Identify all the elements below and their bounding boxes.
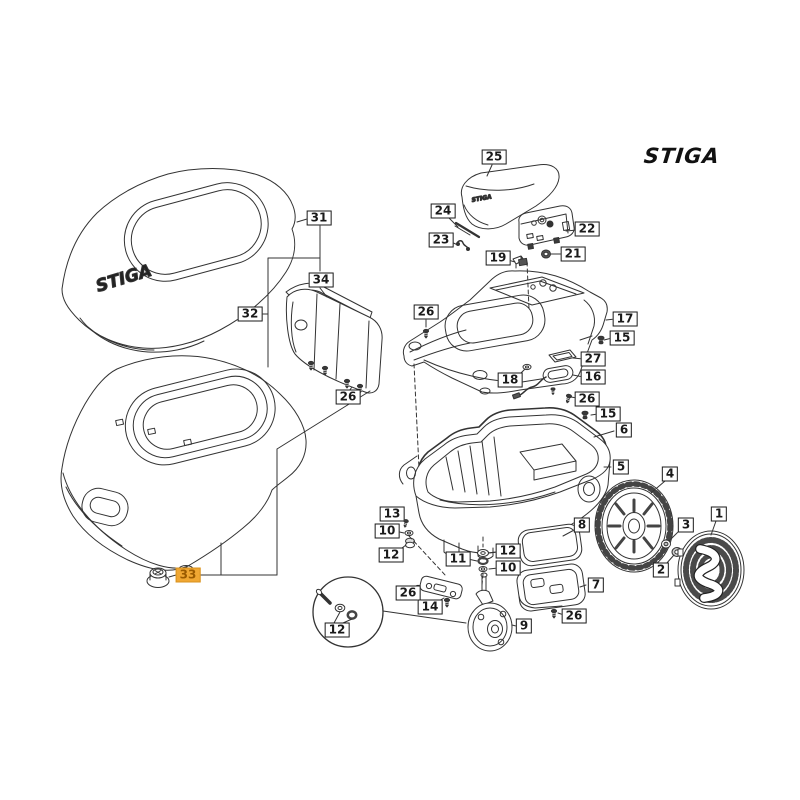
part-label-10-25[interactable]: 10 xyxy=(374,523,400,539)
part-label-24-1[interactable]: 24 xyxy=(430,203,456,219)
clip-part-23 xyxy=(456,240,470,251)
part-label-26-35[interactable]: 26 xyxy=(395,585,421,601)
part-label-16-15[interactable]: 16 xyxy=(580,369,606,385)
part-label-12-26[interactable]: 12 xyxy=(378,547,404,563)
part-label-23-2[interactable]: 23 xyxy=(428,232,454,248)
part-label-15-17[interactable]: 15 xyxy=(595,406,621,422)
part-label-33-37[interactable]: 33 xyxy=(175,567,201,583)
rod-part-24 xyxy=(454,221,481,239)
part-label-5-19[interactable]: 5 xyxy=(612,459,630,475)
part-label-19-5[interactable]: 19 xyxy=(485,250,511,266)
sensor-part-16 xyxy=(511,365,574,400)
part-label-32-8[interactable]: 32 xyxy=(237,306,263,322)
part-label-22-3[interactable]: 22 xyxy=(574,221,600,237)
part-label-27-13[interactable]: 27 xyxy=(580,351,606,367)
part-label-26-9[interactable]: 26 xyxy=(335,389,361,405)
part-label-26-10[interactable]: 26 xyxy=(413,304,439,320)
part-label-26-32[interactable]: 26 xyxy=(561,608,587,624)
part-label-15-12[interactable]: 15 xyxy=(609,330,635,346)
part-label-25-0[interactable]: 25 xyxy=(481,149,507,165)
part-label-26-16[interactable]: 26 xyxy=(574,391,600,407)
lid-part-25: STIGA xyxy=(460,164,560,230)
part-label-10-29[interactable]: 10 xyxy=(495,560,521,576)
part-label-14-36[interactable]: 14 xyxy=(417,599,443,615)
part-label-34-7[interactable]: 34 xyxy=(308,272,334,288)
rear-panel-part-32-34 xyxy=(285,282,383,394)
part-label-17-11[interactable]: 17 xyxy=(612,311,638,327)
caster-part-9 xyxy=(467,572,513,652)
fastener-stack-left xyxy=(402,518,415,549)
tray-part-5 xyxy=(398,414,611,560)
part-label-9-33[interactable]: 9 xyxy=(515,618,533,634)
part-label-2-23[interactable]: 2 xyxy=(652,562,670,578)
leader-lines-dashed xyxy=(408,261,530,586)
keypad-part-22 xyxy=(518,205,575,250)
bracket-part-14 xyxy=(419,575,463,600)
part-label-1-22[interactable]: 1 xyxy=(710,506,728,522)
part-label-12-34[interactable]: 12 xyxy=(324,622,350,638)
lid-stiga-logo: STIGA xyxy=(471,194,492,204)
hubcap-part-1 xyxy=(674,530,745,610)
part-label-13-24[interactable]: 13 xyxy=(379,506,405,522)
part-label-6-18[interactable]: 6 xyxy=(615,422,633,438)
part-label-11-28[interactable]: 11 xyxy=(445,551,471,567)
part-label-12-27[interactable]: 12 xyxy=(495,543,521,559)
part-label-4-20[interactable]: 4 xyxy=(661,466,679,482)
grommet-part-18 xyxy=(522,363,532,371)
part-label-8-30[interactable]: 8 xyxy=(573,517,591,533)
wheel-part-4 xyxy=(594,479,674,573)
part-label-31-6[interactable]: 31 xyxy=(306,210,332,226)
body-cover-part xyxy=(60,355,307,573)
nut-part-21 xyxy=(541,249,551,259)
plate-part-7 xyxy=(516,563,586,612)
plate-part-27 xyxy=(548,349,577,363)
grommet-part-33 xyxy=(146,567,170,588)
washer-part-3 xyxy=(661,539,671,549)
top-cover-part-31: STIGA xyxy=(61,168,296,353)
part-label-3-21[interactable]: 3 xyxy=(677,517,695,533)
part-label-7-31[interactable]: 7 xyxy=(587,577,605,593)
part-label-18-14[interactable]: 18 xyxy=(497,372,523,388)
part-label-21-4[interactable]: 21 xyxy=(560,246,586,262)
